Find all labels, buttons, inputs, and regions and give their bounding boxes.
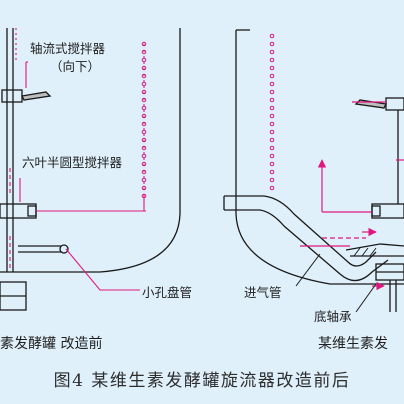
caption-after: 某维生素发 [318,336,388,352]
dot-chain-before [141,41,147,199]
six-leaf-mixer-label: 六叶半圆型搅拌器 [22,155,123,170]
leaders-after [295,253,377,313]
flow-arrows-after [300,101,404,291]
vessel-after [223,29,404,312]
perforated-ring-pipe-label: 小孔盘管 [142,285,193,300]
caption-before: 素发酵罐 改造前 [0,336,103,352]
dot-chain-after [269,33,275,191]
vessel-before [0,28,181,311]
axial-mixer-direction-label: （向下） [50,59,101,74]
figure-caption: 图4 某维生素发酵罐旋流器改造前后 [53,371,351,391]
bottom-bearing-label: 底轴承 [314,309,352,324]
leaders-before [9,61,146,291]
air-inlet-pipe-label: 进气管 [244,285,282,300]
axial-mixer-label: 轴流式搅拌器 [30,41,106,56]
swirler-hatch [353,247,377,257]
